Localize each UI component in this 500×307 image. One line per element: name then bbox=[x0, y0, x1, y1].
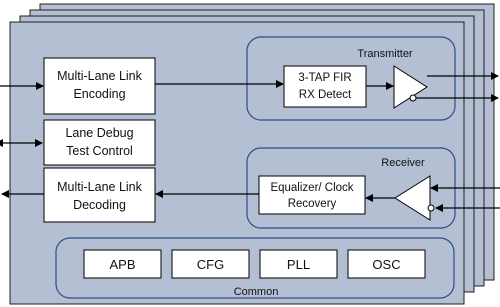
debug-block bbox=[43, 119, 156, 166]
encoding-label-line2: Encoding bbox=[73, 87, 125, 101]
receiver-label: Receiver bbox=[381, 157, 425, 169]
decoding-label-line1: Multi-Lane Link bbox=[57, 180, 143, 194]
common-block-osc bbox=[347, 249, 426, 279]
debug-label-line1: Lane Debug bbox=[65, 126, 133, 140]
equalizer-label-line2: Recovery bbox=[288, 198, 337, 210]
common-block-pll-label: PLL bbox=[287, 257, 310, 272]
common-label: Common bbox=[234, 286, 279, 298]
fir-block bbox=[283, 65, 367, 108]
debug-label-line2: Test Control bbox=[66, 144, 133, 158]
encoding-block bbox=[43, 57, 156, 115]
equalizer-label-line1: Equalizer/ Clock bbox=[270, 182, 353, 194]
decoding-block bbox=[43, 167, 156, 223]
encoding-label-line1: Multi-Lane Link bbox=[57, 69, 143, 83]
transmit-inverter-bubble bbox=[409, 94, 417, 102]
common-block-apb bbox=[83, 249, 162, 279]
common-block-cfg-label: CFG bbox=[197, 257, 224, 272]
common-group bbox=[55, 237, 455, 299]
fir-label-line2: RX Detect bbox=[299, 89, 352, 101]
receive-amplifier-icon bbox=[394, 175, 431, 221]
common-block-cfg bbox=[171, 249, 250, 279]
transmitter-group bbox=[246, 36, 456, 121]
fir-label-line1: 3-TAP FIR bbox=[298, 72, 351, 84]
common-block-osc-label: OSC bbox=[372, 257, 400, 272]
common-block-pll bbox=[259, 249, 338, 279]
equalizer-block bbox=[258, 175, 366, 215]
transmitter-label: Transmitter bbox=[357, 48, 413, 60]
decoding-label-line2: Decoding bbox=[73, 198, 126, 212]
common-block-apb-label: APB bbox=[109, 257, 135, 272]
receive-inverter-bubble bbox=[427, 204, 435, 212]
